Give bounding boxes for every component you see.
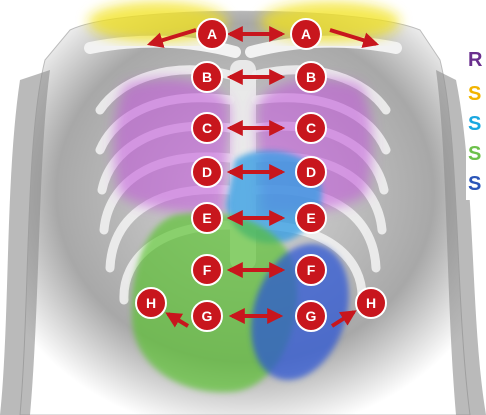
- marker-label: F: [307, 262, 316, 278]
- marker-label: A: [301, 26, 311, 42]
- marker-b-right: B: [296, 62, 326, 92]
- marker-label: E: [202, 210, 211, 226]
- marker-label: C: [202, 120, 212, 136]
- marker-d-right: D: [296, 157, 326, 187]
- marker-label: G: [306, 308, 317, 324]
- marker-label: F: [203, 262, 212, 278]
- marker-b-left: B: [192, 62, 222, 92]
- marker-a-right: A: [291, 19, 321, 49]
- marker-a-left: A: [197, 19, 227, 49]
- marker-label: H: [366, 295, 376, 311]
- marker-g-right: G: [296, 301, 326, 331]
- marker-f-right: F: [296, 255, 326, 285]
- marker-h-right: H: [356, 288, 386, 318]
- legend-item-2: S: [468, 83, 481, 105]
- legend-item-4: S: [468, 143, 481, 165]
- marker-label: B: [202, 69, 212, 85]
- marker-d-left: D: [192, 157, 222, 187]
- marker-label: C: [306, 120, 316, 136]
- legend-item-1: R: [468, 49, 483, 71]
- legend: R S S S S: [466, 40, 486, 200]
- marker-label: D: [202, 164, 212, 180]
- marker-e-left: E: [192, 203, 222, 233]
- legend-item-3: S: [468, 113, 481, 135]
- marker-e-right: E: [296, 203, 326, 233]
- marker-h-left: H: [136, 288, 166, 318]
- marker-label: H: [146, 295, 156, 311]
- marker-label: E: [306, 210, 315, 226]
- marker-c-left: C: [192, 113, 222, 143]
- marker-c-right: C: [296, 113, 326, 143]
- marker-label: B: [306, 69, 316, 85]
- marker-f-left: F: [192, 255, 222, 285]
- marker-g-left: G: [192, 301, 222, 331]
- marker-label: A: [207, 26, 217, 42]
- marker-label: D: [306, 164, 316, 180]
- marker-label: G: [202, 308, 213, 324]
- legend-item-5: S: [468, 173, 481, 195]
